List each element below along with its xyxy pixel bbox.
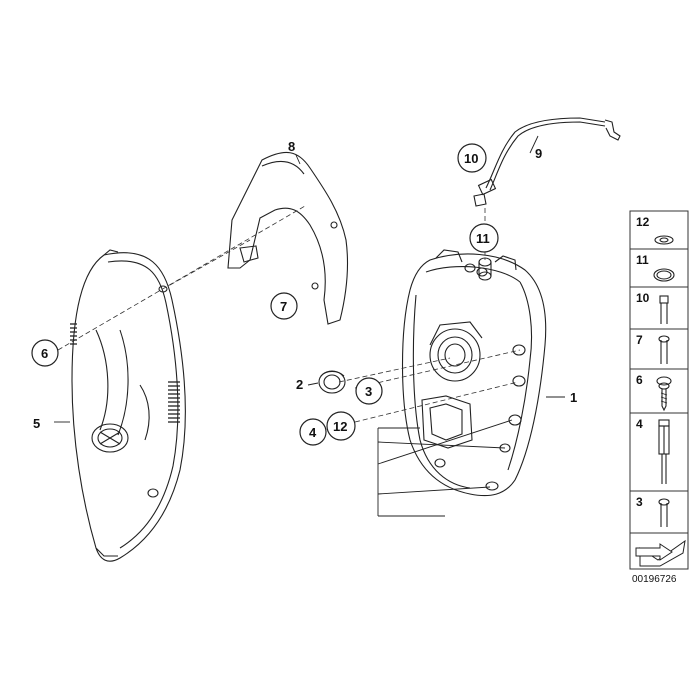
image-code: 00196726 — [632, 574, 677, 585]
svg-text:12: 12 — [333, 419, 347, 434]
callout-12: 12 — [326, 411, 356, 441]
housing-cover-part — [401, 249, 547, 497]
seal-part — [318, 370, 346, 394]
legend-item-10: 10 — [629, 286, 689, 330]
svg-text:3: 3 — [636, 495, 643, 509]
legend-item-7: 7 — [629, 328, 689, 370]
svg-text:1: 1 — [570, 390, 577, 405]
callout-1: 1 — [570, 390, 577, 405]
svg-text:3: 3 — [365, 384, 372, 399]
svg-text:6: 6 — [636, 373, 643, 387]
svg-text:5: 5 — [33, 416, 40, 431]
svg-text:8: 8 — [288, 139, 295, 154]
legend-item-4: 4 — [629, 412, 689, 492]
svg-text:11: 11 — [636, 253, 649, 267]
sensor-cable-part — [473, 117, 621, 207]
svg-text:7: 7 — [636, 333, 643, 347]
svg-text:4: 4 — [309, 425, 317, 440]
legend-item-6: 6 — [629, 368, 689, 414]
legend-item-12: 12 — [629, 210, 689, 250]
svg-text:10: 10 — [636, 291, 650, 305]
callout-6: 6 — [31, 339, 59, 367]
parts-legend: 12 11 10 7 6 — [629, 210, 689, 585]
svg-text:11: 11 — [476, 231, 490, 246]
callout-2: 2 — [296, 377, 303, 392]
svg-text:12: 12 — [636, 215, 650, 229]
callout-8: 8 — [288, 139, 295, 154]
legend-item-3: 3 — [629, 490, 689, 534]
callout-11: 11 — [469, 223, 499, 253]
svg-text:9: 9 — [535, 146, 542, 161]
leader-lines — [54, 135, 565, 517]
callout-4: 4 — [299, 418, 327, 446]
callout-9: 9 — [535, 146, 542, 161]
svg-text:7: 7 — [280, 299, 287, 314]
svg-text:4: 4 — [636, 417, 643, 431]
legend-item-11: 11 — [629, 248, 689, 288]
svg-text:10: 10 — [464, 151, 478, 166]
svg-text:2: 2 — [296, 377, 303, 392]
shield-part — [227, 151, 348, 325]
callout-10: 10 — [457, 143, 487, 173]
svg-text:6: 6 — [41, 346, 48, 361]
reference-arrow-icon — [629, 532, 689, 570]
callout-3: 3 — [355, 377, 383, 405]
outer-cover-part — [70, 249, 186, 562]
callout-7: 7 — [270, 292, 298, 320]
callout-5: 5 — [33, 416, 40, 431]
